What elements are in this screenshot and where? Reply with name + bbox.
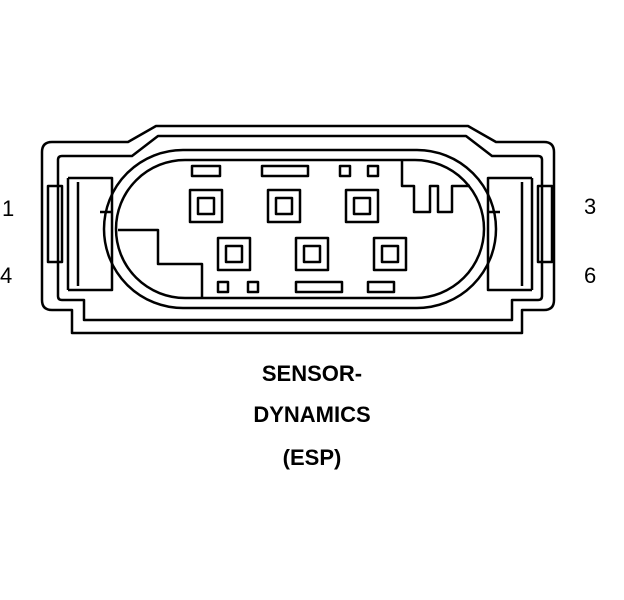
- top-slot-1: [190, 164, 222, 178]
- connector-inner-outline: [56, 134, 544, 322]
- pin-terminal-1-inner: [196, 196, 216, 216]
- pin-terminal-2: [266, 188, 302, 224]
- bottom-slot-3: [294, 280, 344, 294]
- top-slot-2: [260, 164, 310, 178]
- pin-terminal-6-inner: [380, 244, 400, 264]
- top-slot-3: [338, 164, 352, 178]
- pin-terminal-2-inner: [274, 196, 294, 216]
- pin-terminal-5: [294, 236, 330, 272]
- pin-terminal-1: [188, 188, 224, 224]
- pin-terminal-4-inner: [224, 244, 244, 264]
- caption-line-1: SENSOR-: [261, 361, 363, 386]
- bottom-slot-1: [216, 280, 230, 294]
- pin-terminal-5-inner: [302, 244, 322, 264]
- caption-line-3: (ESP): [282, 445, 342, 470]
- pin-label-4: 4: [0, 263, 13, 288]
- pin-label-6: 6: [584, 263, 597, 288]
- left-side-slots: [46, 184, 64, 264]
- top-slot-4: [366, 164, 380, 178]
- oval-face-inner: [114, 158, 486, 300]
- connector-housing-outline: [40, 124, 556, 335]
- pin-label-3: 3: [584, 194, 597, 219]
- right-side-slots: [536, 184, 554, 264]
- pin-terminal-3: [344, 188, 380, 224]
- bottom-slot-4: [366, 280, 396, 294]
- polarization-key-left: [118, 228, 204, 298]
- pin-label-1: 1: [2, 196, 15, 221]
- caption-line-2: DYNAMICS: [253, 402, 371, 427]
- right-latch: [486, 176, 534, 292]
- pin-terminal-3-inner: [352, 196, 372, 216]
- pin-terminal-4: [216, 236, 252, 272]
- bottom-slot-2: [246, 280, 260, 294]
- pin-terminal-6: [372, 236, 408, 272]
- oval-face-outer: [102, 148, 498, 310]
- left-latch: [66, 176, 114, 292]
- polarization-key-right: [400, 160, 470, 214]
